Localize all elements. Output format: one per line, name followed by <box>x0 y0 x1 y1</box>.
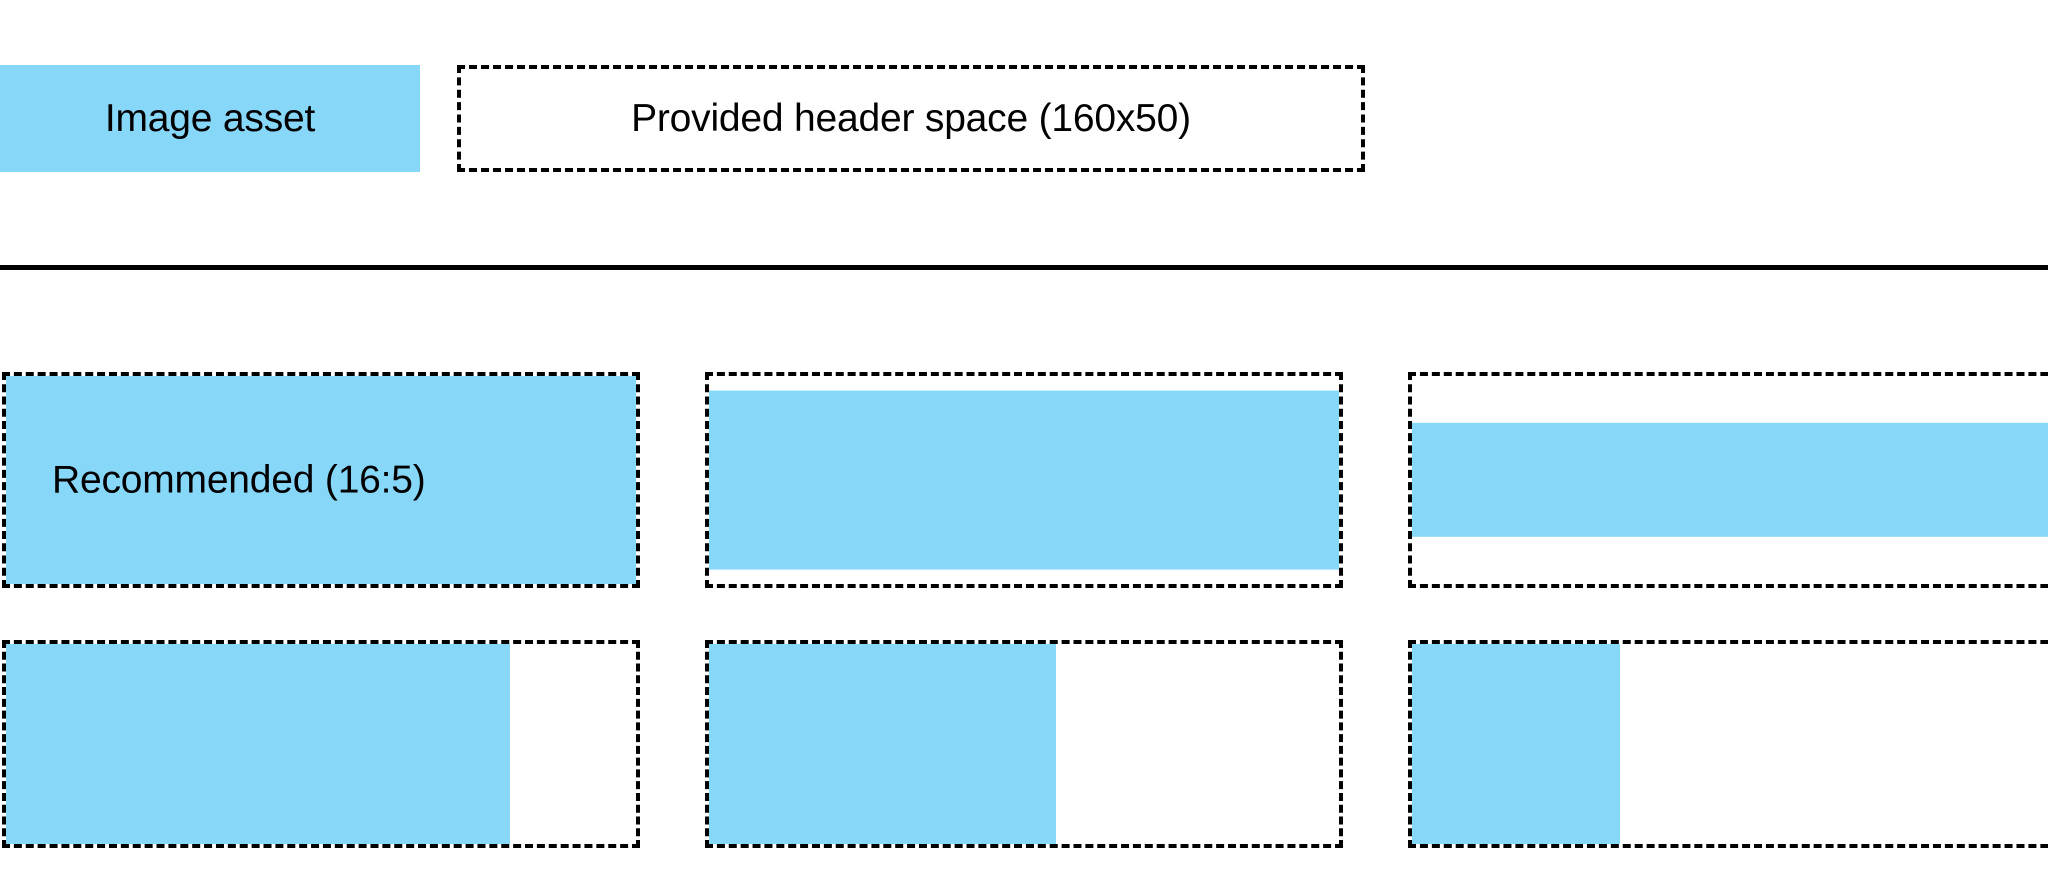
secondary-ratio-row <box>0 640 2048 848</box>
asset-fill <box>709 390 1339 570</box>
pillarbox-cell-narrow <box>1408 640 2048 848</box>
section-divider <box>0 265 2048 270</box>
letterbox-cell-medium <box>705 372 1343 588</box>
asset-fill <box>1412 644 1620 844</box>
pillarbox-cell-wide <box>2 640 640 848</box>
primary-ratio-row: Recommended (16:5) <box>0 372 2048 588</box>
recommended-ratio-label: Recommended (16:5) <box>52 458 426 502</box>
letterbox-cell-narrow <box>1408 372 2048 588</box>
asset-fill <box>6 644 510 844</box>
asset-fill <box>1412 422 2048 538</box>
recommended-cell: Recommended (16:5) <box>2 372 640 588</box>
legend-header-space-frame: Provided header space (160x50) <box>457 65 1365 172</box>
legend-row: Image asset Provided header space (160x5… <box>0 65 2048 172</box>
legend-header-space-label: Provided header space (160x50) <box>631 97 1191 140</box>
asset-fill <box>6 376 636 584</box>
legend-image-asset-swatch: Image asset <box>0 65 420 172</box>
asset-fill <box>709 644 1056 844</box>
pillarbox-cell-medium <box>705 640 1343 848</box>
legend-image-asset-label: Image asset <box>104 97 316 140</box>
